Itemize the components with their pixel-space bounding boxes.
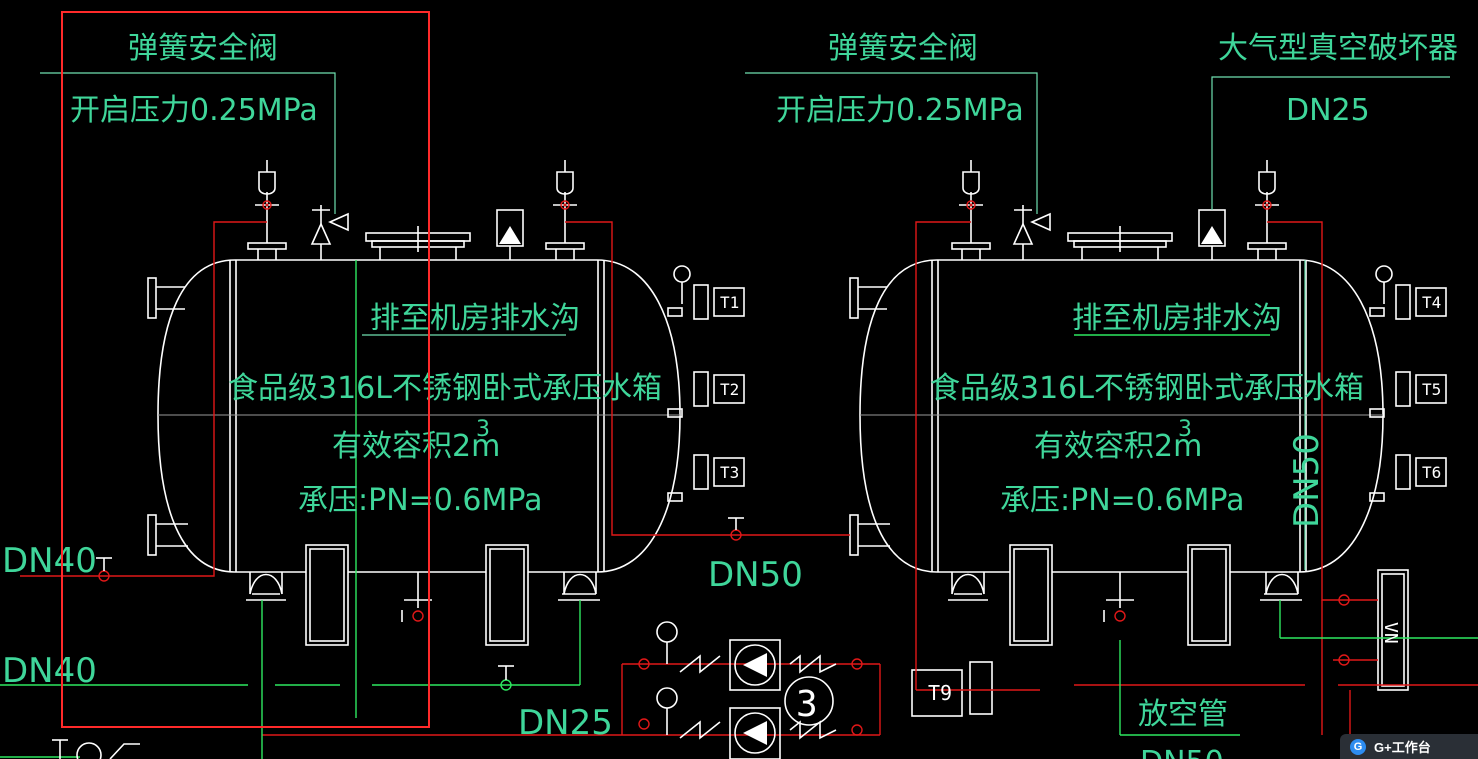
green-piping — [0, 260, 1478, 759]
workspace-label: G+工作台 — [1374, 740, 1431, 755]
dn40-upper-label: DN40 — [2, 541, 97, 581]
dn50-vertical-label: DN50 — [1287, 433, 1327, 528]
left-tank-volume-sup: 3 — [476, 417, 490, 442]
workspace-badge[interactable]: G G+工作台 — [1340, 734, 1478, 759]
left-tank-name: 食品级316L不锈钢卧式承压水箱 — [228, 371, 662, 406]
left-valve-pressure: 开启压力0.25MPa — [70, 93, 318, 128]
vacuum-breaker-size: DN25 — [1286, 93, 1370, 128]
right-tank-pressure: 承压:PN=0.6MPa — [1000, 483, 1245, 518]
sensor-tag-2: T2 — [720, 380, 739, 399]
dn50-middle-label: DN50 — [708, 555, 803, 595]
bottom-left-instrument — [52, 739, 140, 759]
left-tank — [147, 160, 745, 646]
vent-pipe-label: 放空管 — [1138, 697, 1228, 732]
bottom-tag: T9 — [928, 681, 952, 705]
valve-markers — [96, 200, 1350, 691]
right-valve-pressure: 开启压力0.25MPa — [776, 93, 1024, 128]
vacuum-breaker-title: 大气型真空破坏器 — [1218, 31, 1458, 66]
right-valve-title: 弹簧安全阀 — [828, 31, 978, 66]
selection-box[interactable] — [61, 11, 430, 728]
right-tank-volume: 有效容积2m — [1034, 429, 1202, 464]
sensor-tag-1: T1 — [720, 293, 739, 312]
side-tag: VN — [1380, 622, 1401, 644]
right-tank-name: 食品级316L不锈钢卧式承压水箱 — [930, 371, 1364, 406]
right-tank — [849, 160, 1447, 717]
dn40-lower-label: DN40 — [2, 651, 97, 691]
left-tank-volume: 有效容积2m — [332, 429, 500, 464]
dn50-bottom-label: DN50 — [1140, 745, 1224, 759]
dn25-bottom-label: DN25 — [518, 703, 613, 743]
sensor-tags: T1 T2 T3 T4 T5 T6 T9 VN 3 — [720, 293, 1441, 725]
right-drain-label: 排至机房排水沟 — [1072, 301, 1282, 336]
right-tank-volume-sup: 3 — [1178, 417, 1192, 442]
pump-group-number: 3 — [796, 684, 818, 725]
left-valve-title: 弹簧安全阀 — [128, 31, 278, 66]
sensor-tag-6: T6 — [1422, 463, 1441, 482]
left-tank-pressure: 承压:PN=0.6MPa — [298, 483, 543, 518]
sensor-tag-3: T3 — [720, 463, 739, 482]
left-drain-label: 排至机房排水沟 — [370, 301, 580, 336]
red-piping — [20, 221, 1478, 759]
labels: 弹簧安全阀 开启压力0.25MPa 弹簧安全阀 开启压力0.25MPa 大气型真… — [2, 31, 1458, 759]
workspace-icon: G — [1350, 738, 1366, 755]
leader-lines — [40, 72, 1450, 570]
sensor-tag-4: T4 — [1422, 293, 1441, 312]
pump-group — [638, 621, 863, 759]
sensor-tag-5: T5 — [1422, 380, 1441, 399]
